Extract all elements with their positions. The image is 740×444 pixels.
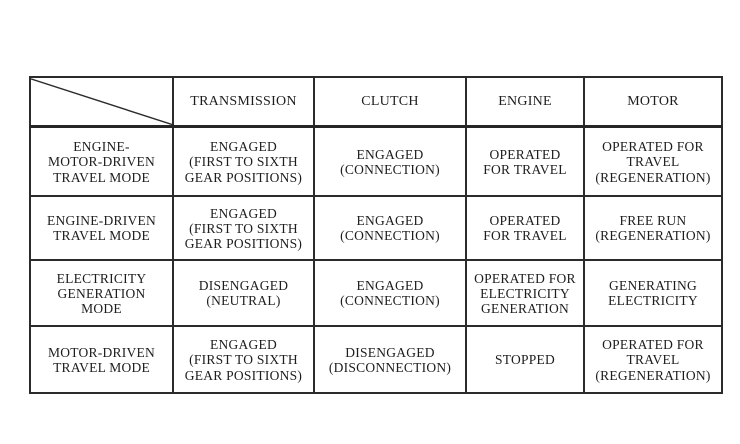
column-header-motor: MOTOR bbox=[583, 76, 723, 129]
column-header-transmission: TRANSMISSION bbox=[172, 76, 315, 129]
cell-clutch: DISENGAGED (DISCONNECTION) bbox=[313, 325, 467, 395]
cell-transmission: ENGAGED (FIRST TO SIXTH GEAR POSITIONS) bbox=[172, 325, 315, 395]
row-header-mode: ENGINE- MOTOR-DRIVEN TRAVEL MODE bbox=[29, 125, 174, 198]
drivetrain-mode-table: TRANSMISSION CLUTCH ENGINE MOTOR ENGINE-… bbox=[29, 76, 723, 395]
cell-motor: GENERATING ELECTRICITY bbox=[583, 259, 723, 328]
corner-cell bbox=[29, 76, 174, 129]
cell-engine: STOPPED bbox=[465, 325, 585, 395]
diagonal-line-icon bbox=[31, 78, 172, 125]
cell-clutch: ENGAGED (CONNECTION) bbox=[313, 195, 467, 262]
table-row-engine-driven: ENGINE-DRIVEN TRAVEL MODE ENGAGED (FIRST… bbox=[29, 195, 723, 262]
cell-engine: OPERATED FOR ELECTRICITY GENERATION bbox=[465, 259, 585, 328]
header-row: TRANSMISSION CLUTCH ENGINE MOTOR bbox=[29, 76, 723, 129]
cell-engine: OPERATED FOR TRAVEL bbox=[465, 195, 585, 262]
table-row-engine-motor-driven: ENGINE- MOTOR-DRIVEN TRAVEL MODE ENGAGED… bbox=[29, 125, 723, 198]
cell-transmission: DISENGAGED (NEUTRAL) bbox=[172, 259, 315, 328]
cell-motor: FREE RUN (REGENERATION) bbox=[583, 195, 723, 262]
row-header-mode: ENGINE-DRIVEN TRAVEL MODE bbox=[29, 195, 174, 262]
column-header-clutch: CLUTCH bbox=[313, 76, 467, 129]
cell-clutch: ENGAGED (CONNECTION) bbox=[313, 125, 467, 198]
cell-motor: OPERATED FOR TRAVEL (REGENERATION) bbox=[583, 325, 723, 395]
row-header-mode: ELECTRICITY GENERATION MODE bbox=[29, 259, 174, 328]
cell-engine: OPERATED FOR TRAVEL bbox=[465, 125, 585, 198]
row-header-mode: MOTOR-DRIVEN TRAVEL MODE bbox=[29, 325, 174, 395]
cell-clutch: ENGAGED (CONNECTION) bbox=[313, 259, 467, 328]
column-header-engine: ENGINE bbox=[465, 76, 585, 129]
cell-motor: OPERATED FOR TRAVEL (REGENERATION) bbox=[583, 125, 723, 198]
cell-transmission: ENGAGED (FIRST TO SIXTH GEAR POSITIONS) bbox=[172, 195, 315, 262]
table-row-electricity-generation: ELECTRICITY GENERATION MODE DISENGAGED (… bbox=[29, 259, 723, 328]
table-row-motor-driven: MOTOR-DRIVEN TRAVEL MODE ENGAGED (FIRST … bbox=[29, 325, 723, 395]
cell-transmission: ENGAGED (FIRST TO SIXTH GEAR POSITIONS) bbox=[172, 125, 315, 198]
